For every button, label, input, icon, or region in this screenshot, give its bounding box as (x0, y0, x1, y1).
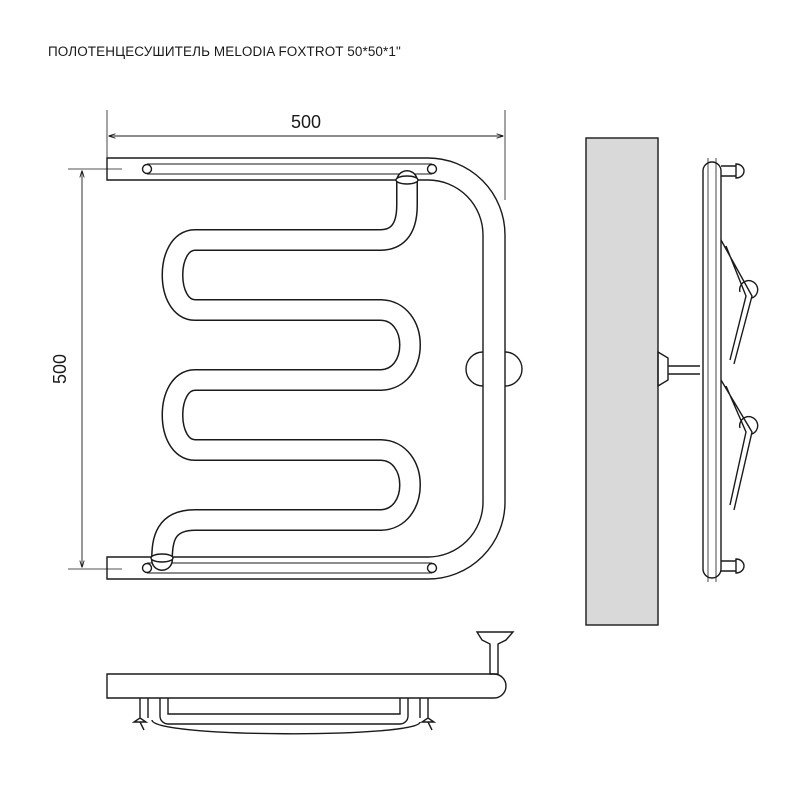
drawing-title: ПОЛОТЕНЦЕСУШИТЕЛЬ MELODIA FOXTROT 50*50*… (48, 44, 401, 59)
top-view-right-fitting (419, 698, 437, 731)
bottom-bracket (141, 562, 438, 574)
top-mount-knob (721, 163, 745, 179)
top-bracket (141, 163, 438, 175)
top-view-coil (151, 698, 421, 735)
wall-flange (465, 351, 523, 387)
serpentine-tube-inner (152, 171, 420, 570)
top-view-left-fitting (131, 698, 149, 731)
top-view-wall-cup (475, 631, 515, 675)
side-vertical-tube (702, 161, 722, 579)
bottom-tube-cap (150, 553, 174, 563)
front-view: 500 500 (50, 110, 523, 580)
top-view (106, 631, 515, 735)
wall-mount-bracket (657, 350, 700, 388)
height-dimension (68, 168, 122, 570)
side-view (657, 158, 759, 582)
wall-section (585, 137, 659, 626)
side-coil-lower (720, 379, 759, 511)
width-label: 500 (291, 112, 321, 132)
bottom-mount-knob (721, 558, 745, 574)
top-view-main-pipe (106, 673, 507, 699)
width-dimension (106, 110, 506, 200)
side-coil-upper (720, 239, 759, 365)
height-label: 500 (50, 354, 70, 384)
top-tube-cap (395, 175, 419, 185)
outer-frame-pipe (106, 157, 506, 580)
